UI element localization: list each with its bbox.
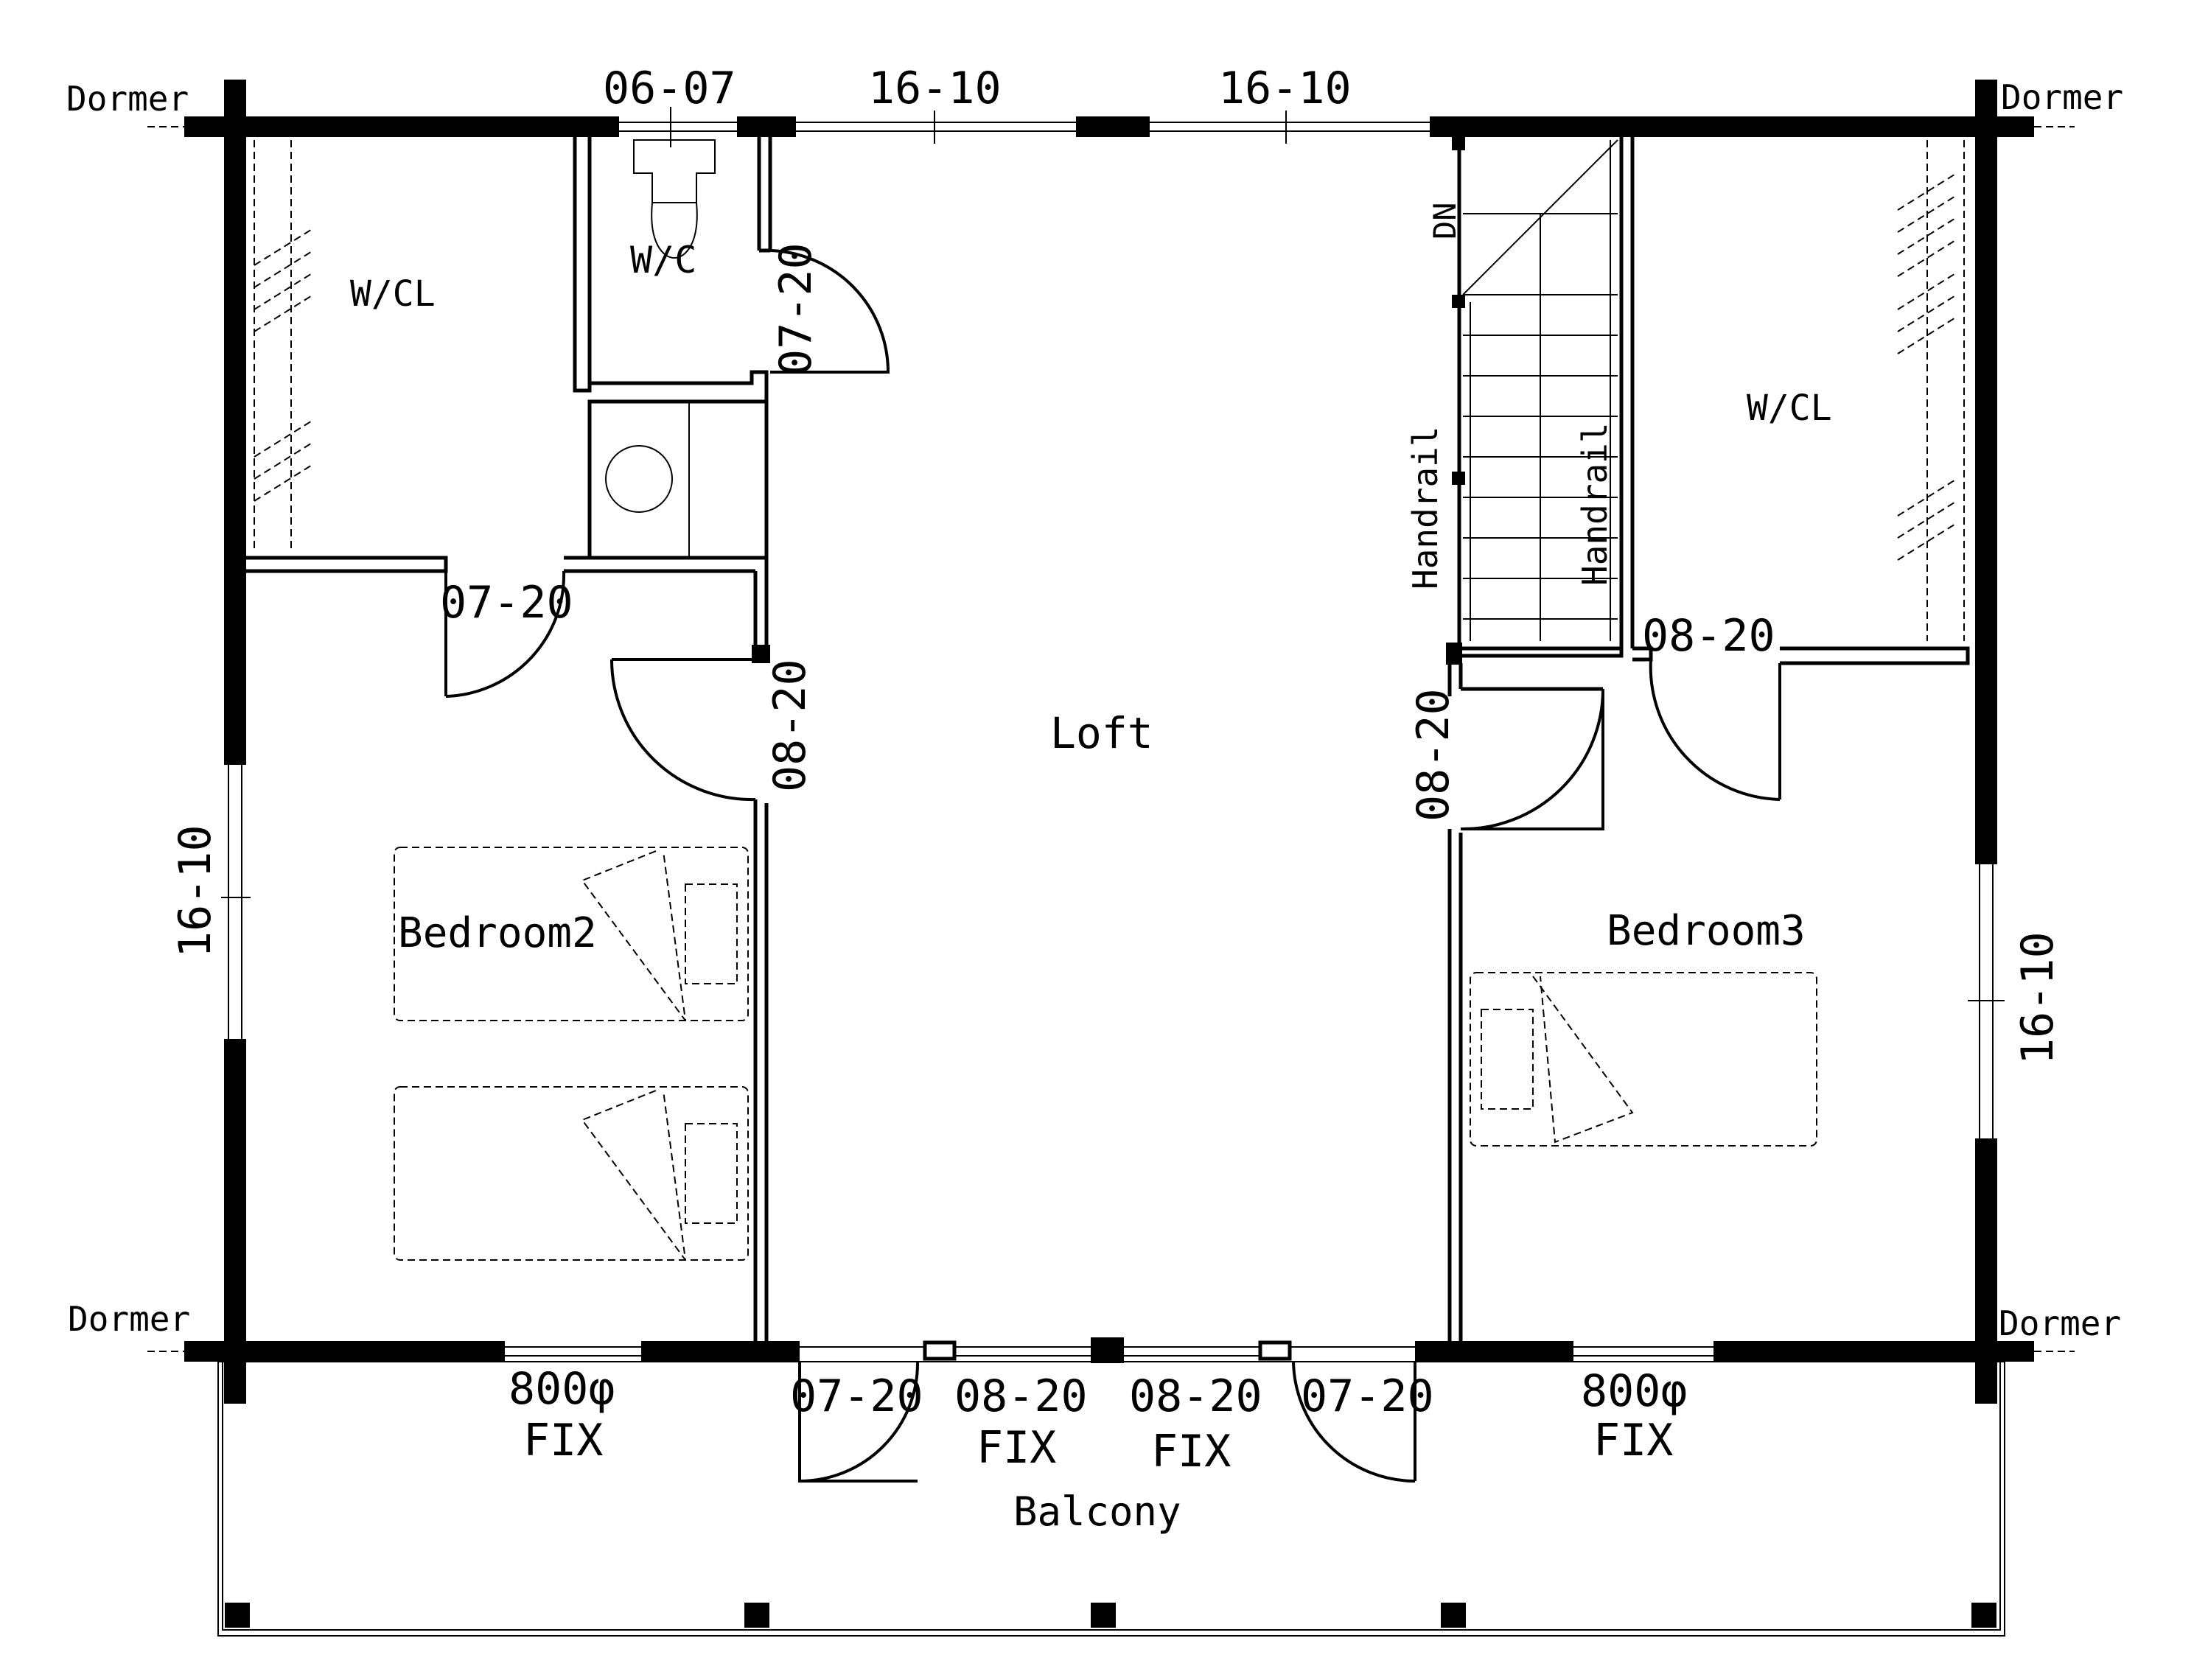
door-label-wc: 07-20: [770, 242, 822, 376]
room-label-bedroom3: Bedroom3: [1607, 907, 1806, 955]
doors: [444, 249, 1781, 1483]
stairs: [1462, 139, 1618, 641]
balcony-center-right-size: 08-20: [1129, 1371, 1262, 1422]
top-window-glazing: [619, 107, 1430, 147]
balcony-center-left-type: FIX: [977, 1422, 1056, 1474]
balcony-structure: [217, 1361, 2005, 1637]
bottom-window-glazing: [505, 1340, 1713, 1361]
door-label-bedroom2: 08-20: [764, 659, 816, 792]
handrail-label-right: Handrail: [1575, 422, 1615, 586]
balcony-fix-left-size: 800φ: [509, 1363, 615, 1415]
closet-hatching: [254, 140, 1965, 641]
beds: [394, 847, 1817, 1261]
balcony-fix-left-type: FIX: [523, 1415, 603, 1466]
room-label-wcl-left: W/CL: [350, 273, 436, 315]
balcony-fix-right-size: 800φ: [1581, 1365, 1688, 1417]
room-label-wcl-right: W/CL: [1747, 388, 1832, 429]
labels: Dormer Dormer Dormer Dormer Loft Bedroom…: [66, 63, 2123, 1535]
window-label-loft-2: 16-10: [1218, 63, 1352, 114]
balcony-center-right-type: FIX: [1151, 1426, 1231, 1477]
balcony-door-left: 07-20: [790, 1371, 923, 1422]
dormer-label-bottom-right: Dormer: [1999, 1303, 2121, 1343]
window-label-left-side: 16-10: [170, 825, 221, 958]
window-label-right-side: 16-10: [2012, 931, 2064, 1065]
dormer-label-top-left: Dormer: [66, 79, 189, 119]
window-label-loft-1: 16-10: [868, 63, 1002, 114]
dormer-label-bottom-left: Dormer: [68, 1299, 190, 1339]
stairs-dn-label: DN: [1427, 202, 1463, 239]
door-label-bedroom3-closet: 08-20: [1642, 610, 1775, 662]
window-label-wc: 06-07: [603, 63, 736, 114]
door-label-bedroom2-closet: 07-20: [440, 577, 573, 629]
handrail-label-left: Handrail: [1405, 426, 1445, 589]
room-label-wc: W/C: [630, 239, 696, 281]
balcony-fix-right-type: FIX: [1593, 1415, 1673, 1466]
exterior-walls: [147, 80, 2075, 1404]
balcony-door-right: 07-20: [1301, 1371, 1434, 1422]
balcony-center-left-size: 08-20: [954, 1371, 1088, 1422]
room-label-loft: Loft: [1050, 708, 1153, 758]
room-label-balcony: Balcony: [1013, 1488, 1181, 1535]
room-label-bedroom2: Bedroom2: [398, 909, 597, 957]
dormer-label-top-right: Dormer: [2001, 77, 2123, 117]
toilet-fixture: [633, 139, 716, 259]
door-label-bedroom3: 08-20: [1408, 688, 1459, 822]
interior-walls: [246, 137, 1970, 1341]
